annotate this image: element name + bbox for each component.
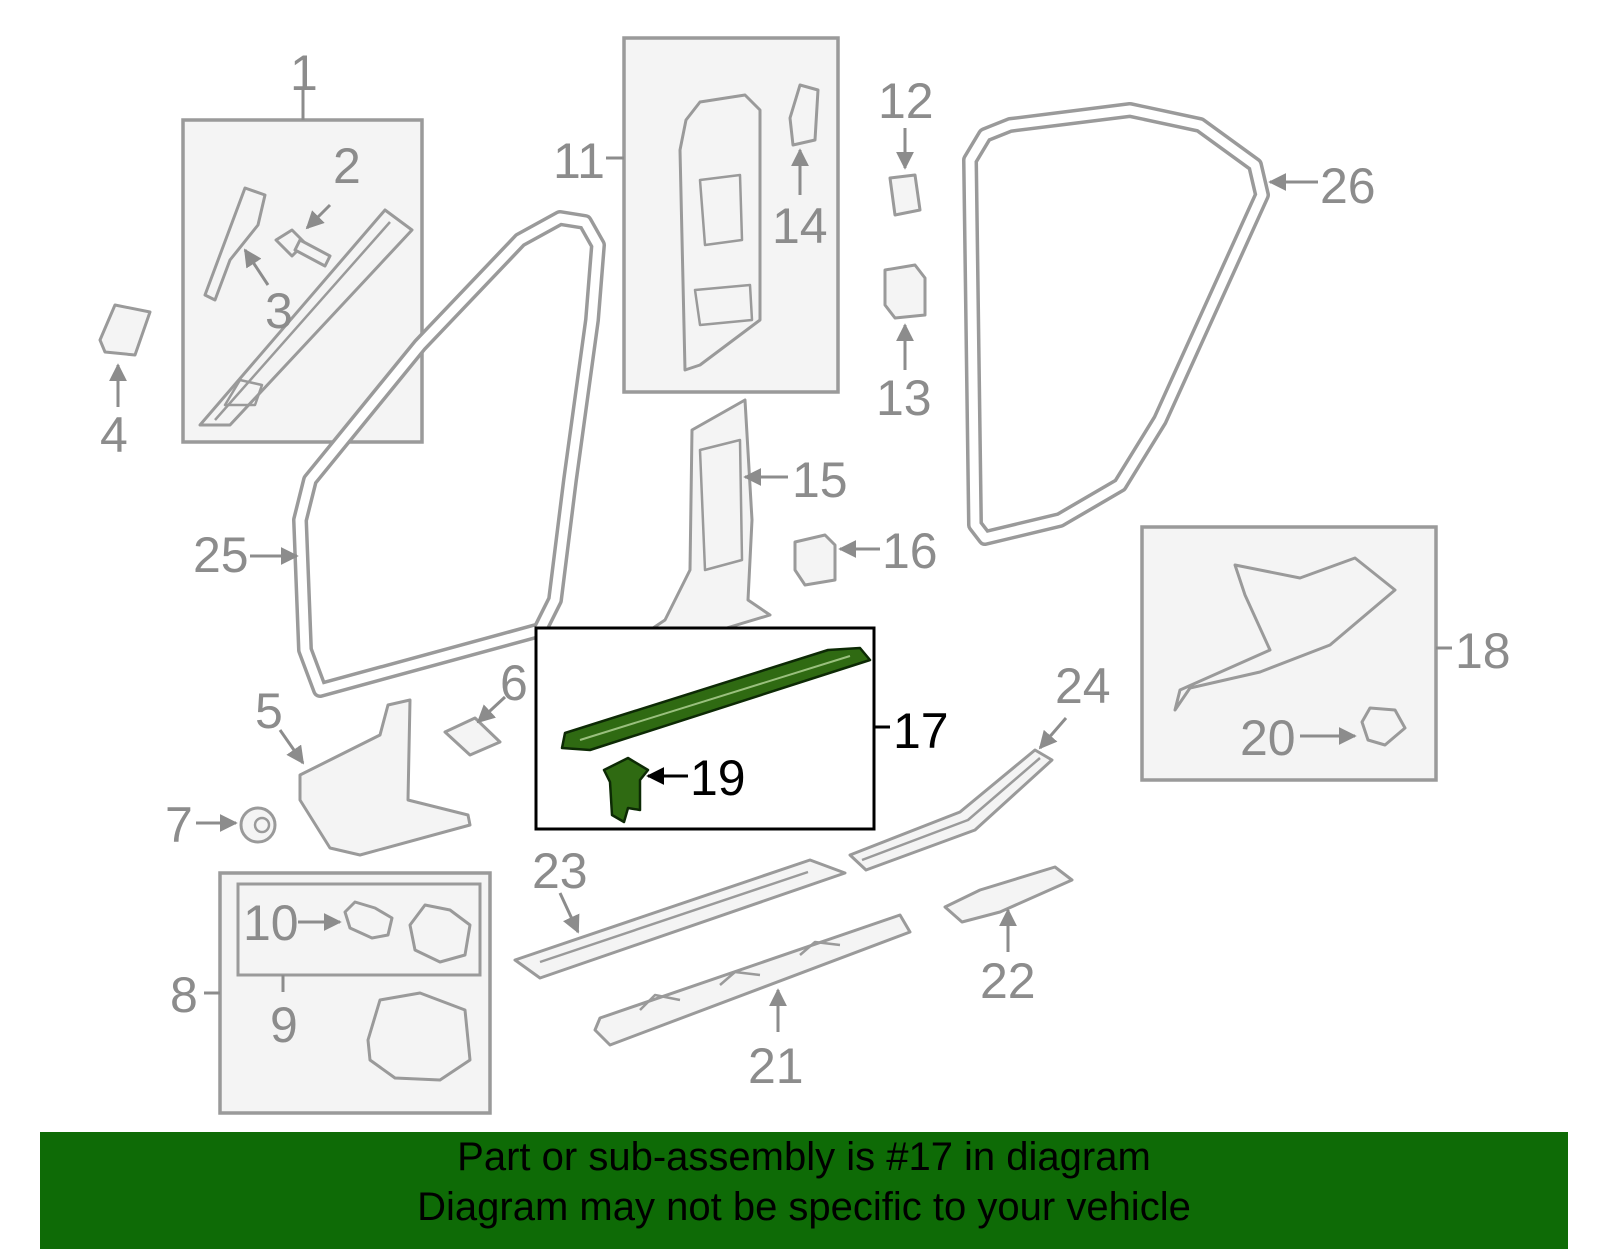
banner-line-disclaimer: Diagram may not be specific to your vehi… — [417, 1185, 1191, 1229]
callout-20: 20 — [1240, 710, 1296, 766]
door-seal-part-26 — [962, 102, 1270, 546]
clip-part-20 — [1360, 706, 1407, 747]
clip-part-12 — [888, 173, 922, 217]
info-banner: Part or sub-assembly is #17 in diagram D… — [40, 1132, 1568, 1249]
callout-24: 24 — [1055, 658, 1111, 714]
clip-part-3 — [203, 186, 267, 302]
callout-10: 10 — [243, 895, 299, 951]
a-pillar-lower-trim-part — [298, 698, 472, 857]
b-pillar-upper-trim-part — [678, 93, 762, 372]
group-box-11 — [606, 36, 840, 394]
door-seal-part-25 — [292, 210, 606, 698]
group-box-17 — [534, 626, 890, 831]
screw-part-2 — [274, 228, 332, 268]
rear-sill-molding-part-24 — [848, 748, 1054, 872]
sill-reinforcement-part-21 — [593, 913, 912, 1047]
callout-5: 5 — [255, 683, 283, 739]
clip-part-16 — [793, 533, 837, 587]
clip-part-6 — [443, 716, 502, 757]
clip-part-19 — [602, 756, 650, 824]
callout-25: 25 — [193, 527, 249, 583]
socket-part — [408, 903, 472, 964]
grommet-part-7 — [239, 806, 277, 844]
callout-6: 6 — [500, 655, 528, 711]
callout-17: 17 — [893, 703, 949, 759]
clip-part-13 — [883, 263, 927, 320]
lamp-housing-part — [366, 991, 472, 1082]
callout-18: 18 — [1455, 623, 1511, 679]
callout-9: 9 — [270, 997, 298, 1053]
callout-16: 16 — [882, 523, 938, 579]
clip-part-14 — [788, 83, 820, 147]
bulb-part-10 — [343, 900, 394, 940]
callout-21: 21 — [748, 1038, 804, 1094]
group-box-8 — [204, 871, 492, 1115]
callout-labels: 1 2 3 4 5 6 7 8 9 10 11 12 13 14 15 16 1… — [100, 45, 1511, 1094]
group-box-1 — [181, 88, 424, 444]
banner-line-part-number: Part or sub-assembly is #17 in diagram — [457, 1135, 1151, 1179]
callout-23: 23 — [532, 843, 588, 899]
rear-scuff-plate-part-18 — [1173, 556, 1397, 712]
callout-1: 1 — [290, 45, 318, 101]
callout-26: 26 — [1320, 158, 1376, 214]
callout-22: 22 — [980, 953, 1036, 1009]
bracket-part-22 — [943, 865, 1074, 924]
callout-12: 12 — [878, 73, 934, 129]
callout-8: 8 — [170, 967, 198, 1023]
callout-14: 14 — [772, 198, 828, 254]
callout-19: 19 — [690, 750, 746, 806]
callout-11: 11 — [553, 133, 605, 189]
callout-4: 4 — [100, 407, 128, 463]
callout-15: 15 — [792, 452, 848, 508]
group-box-18 — [1140, 525, 1452, 782]
callout-7: 7 — [165, 797, 193, 853]
callout-2: 2 — [333, 138, 361, 194]
callout-13: 13 — [876, 370, 932, 426]
callout-3: 3 — [265, 283, 293, 339]
sill-molding-part-23 — [513, 858, 847, 980]
clip-part-4 — [98, 303, 152, 357]
